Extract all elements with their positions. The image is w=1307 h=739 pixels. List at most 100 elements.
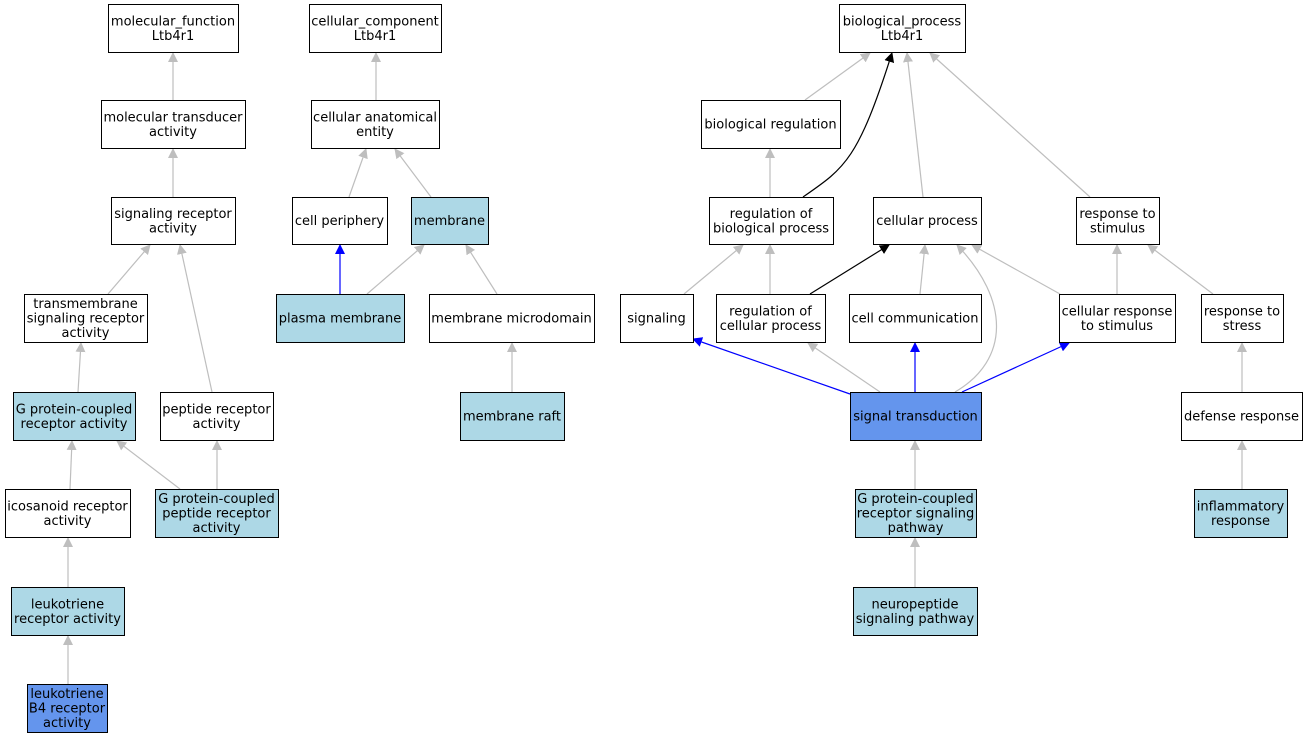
edge-layer — [63, 52, 1247, 684]
node-label-line: defense response — [1184, 410, 1299, 425]
node-plasma-membrane[interactable]: plasma membrane — [276, 294, 405, 343]
node-label-line: Ltb4r1 — [152, 29, 194, 44]
node-membrane-microdomain[interactable]: membrane microdomain — [429, 294, 595, 343]
node-label-line: entity — [356, 125, 394, 140]
node-label-line: stress — [1223, 319, 1262, 334]
node-label-line: cellular_component — [311, 14, 439, 29]
edge-line — [683, 244, 744, 295]
node-label-line: pathway — [888, 521, 944, 536]
node-signaling[interactable]: signaling — [620, 294, 694, 343]
node-label-line: Ltb4r1 — [354, 29, 396, 44]
node-label-line: activity — [44, 514, 92, 529]
node-box — [276, 294, 405, 343]
node-label-line: signaling receptor — [114, 207, 232, 222]
edge-signal-transduction-to-reg-cell-process — [807, 342, 881, 393]
node-label-line: G protein-coupled — [857, 492, 974, 507]
node-label-line: signaling receptor — [27, 312, 145, 327]
node-box — [873, 197, 982, 245]
node-label-line: membrane raft — [463, 410, 561, 425]
edge-line — [804, 52, 871, 101]
node-label-line: Ltb4r1 — [881, 29, 923, 44]
node-box — [853, 587, 978, 636]
node-box — [292, 197, 388, 245]
node-label-line: icosanoid receptor — [7, 499, 128, 514]
node-label-line: cellular process — [876, 214, 978, 229]
node-box — [11, 587, 125, 636]
node-label-line: biological regulation — [704, 118, 836, 133]
edge-signal-transduction-to-cellular-process — [954, 244, 997, 393]
node-box — [839, 4, 966, 53]
node-label-line: to stimulus — [1081, 319, 1153, 334]
node-label-line: regulation of — [730, 207, 813, 222]
node-label-line: activity — [193, 417, 241, 432]
node-label-line: signaling — [627, 312, 686, 327]
node-membrane[interactable]: membrane — [411, 197, 489, 245]
edge-reg-cell-process-to-cellular-process — [809, 244, 890, 295]
node-box — [101, 100, 246, 149]
edge-line — [807, 342, 881, 393]
edge-bio-regulation-to-bp-root — [804, 52, 871, 101]
edge-cellular-process-to-bp-root — [903, 52, 924, 198]
edge-line — [1147, 244, 1214, 295]
node-cellular-process[interactable]: cellular process — [873, 197, 982, 245]
edge-line — [177, 244, 213, 393]
node-label-line: cell communication — [851, 312, 978, 327]
edge-plasma-membrane-to-membrane — [366, 244, 425, 295]
node-box — [1194, 489, 1288, 538]
node-label-line: activity — [149, 221, 197, 236]
node-label-line: peptide receptor — [162, 507, 271, 522]
node-label-line: cell periphery — [295, 214, 385, 229]
node-label-line: regulation of — [729, 304, 812, 319]
edge-line — [66, 440, 77, 490]
node-membrane-raft[interactable]: membrane raft — [460, 392, 565, 441]
node-box — [155, 489, 279, 538]
node-box — [849, 294, 982, 343]
node-box — [709, 197, 834, 245]
edge-peptide-receptor-to-sig-receptor — [177, 244, 213, 393]
node-label-line: stimulus — [1090, 221, 1145, 236]
node-box — [429, 294, 595, 343]
node-defense-response[interactable]: defense response — [1181, 392, 1303, 441]
node-signal-transduction[interactable]: signal transduction — [850, 392, 982, 441]
node-cell-periphery[interactable]: cell periphery — [292, 197, 388, 245]
node-box — [460, 392, 565, 441]
node-label-line: molecular transducer — [103, 110, 243, 125]
node-label-line: G protein-coupled — [16, 402, 133, 417]
edge-signal-transduction-to-cell-response-stimulus — [961, 342, 1070, 393]
node-box — [1076, 197, 1160, 245]
node-label-line: plasma membrane — [279, 312, 402, 327]
node-label-line: membrane microdomain — [431, 312, 591, 327]
node-box — [850, 392, 982, 441]
edge-membrane-microdomain-to-membrane — [465, 244, 498, 295]
node-bio-regulation[interactable]: biological regulation — [701, 100, 841, 149]
edge-line — [954, 244, 997, 393]
node-box — [1181, 392, 1303, 441]
edge-response-stress-to-response-stimulus — [1147, 244, 1214, 295]
edge-gpcr-activity-to-tm-sig-receptor — [75, 342, 86, 393]
node-cell-communication[interactable]: cell communication — [849, 294, 982, 343]
node-box — [1059, 294, 1176, 343]
edge-line — [107, 244, 151, 295]
node-label-line: leukotriene — [31, 597, 104, 612]
